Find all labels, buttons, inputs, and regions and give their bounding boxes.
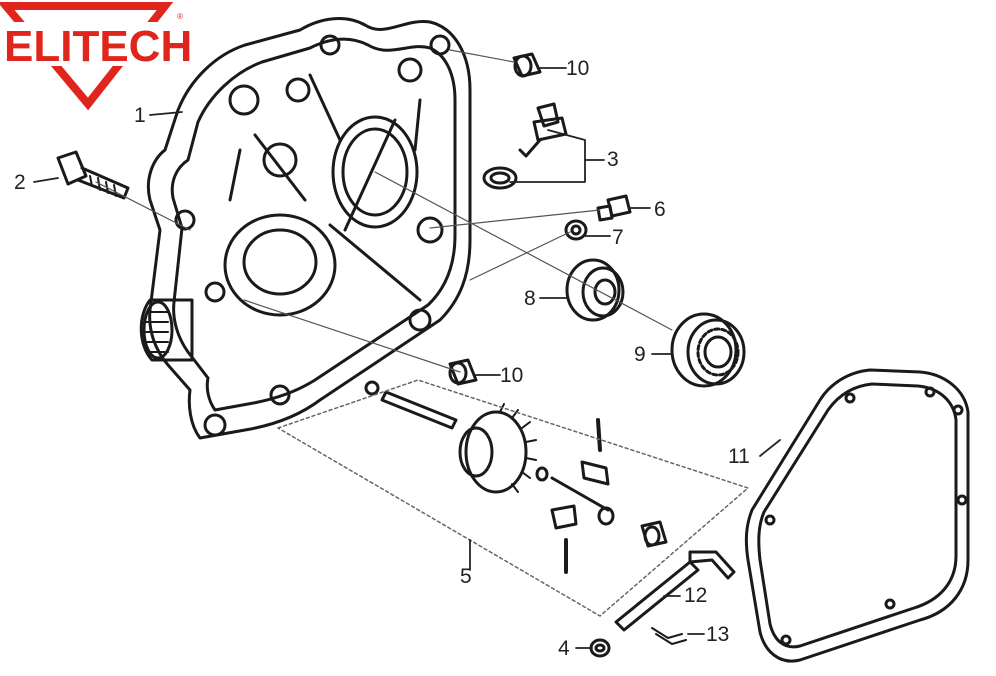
governor-arm-shaft: [614, 550, 736, 632]
ball-bearing: [670, 312, 746, 388]
retaining-clip: [651, 627, 687, 645]
callout-12: 12: [684, 584, 708, 607]
callout-11: 11: [728, 445, 750, 468]
sealing-washer: [564, 219, 588, 241]
registered-mark: ®: [177, 12, 183, 21]
crankcase-cover: [139, 17, 472, 440]
drain-plug: [596, 194, 632, 222]
callout-4: 4: [558, 637, 570, 660]
callout-10-bottom: 10: [500, 364, 524, 387]
logo-triangle-icon: [0, 1, 184, 110]
cover-gasket: [744, 368, 970, 663]
elitech-logo: ELITECH ®: [0, 0, 200, 110]
dowel-pin-top: [512, 52, 542, 78]
callout-5: 5: [460, 565, 472, 588]
callout-6: 6: [654, 198, 666, 221]
oil-level-switch: [482, 102, 568, 190]
governor-assembly: [364, 380, 668, 574]
callout-3: 3: [607, 148, 619, 171]
callout-10-top: 10: [566, 57, 590, 80]
nut: [589, 638, 611, 658]
callout-8: 8: [524, 287, 536, 310]
callout-7: 7: [612, 226, 624, 249]
oil-seal: [565, 258, 625, 322]
dowel-pin-bottom: [448, 358, 478, 386]
callout-2: 2: [14, 171, 26, 194]
callout-9: 9: [634, 343, 646, 366]
flange-bolt: [56, 150, 130, 200]
logo-text: ELITECH: [4, 22, 193, 71]
callout-13: 13: [706, 623, 730, 646]
callout-1: 1: [134, 104, 146, 127]
